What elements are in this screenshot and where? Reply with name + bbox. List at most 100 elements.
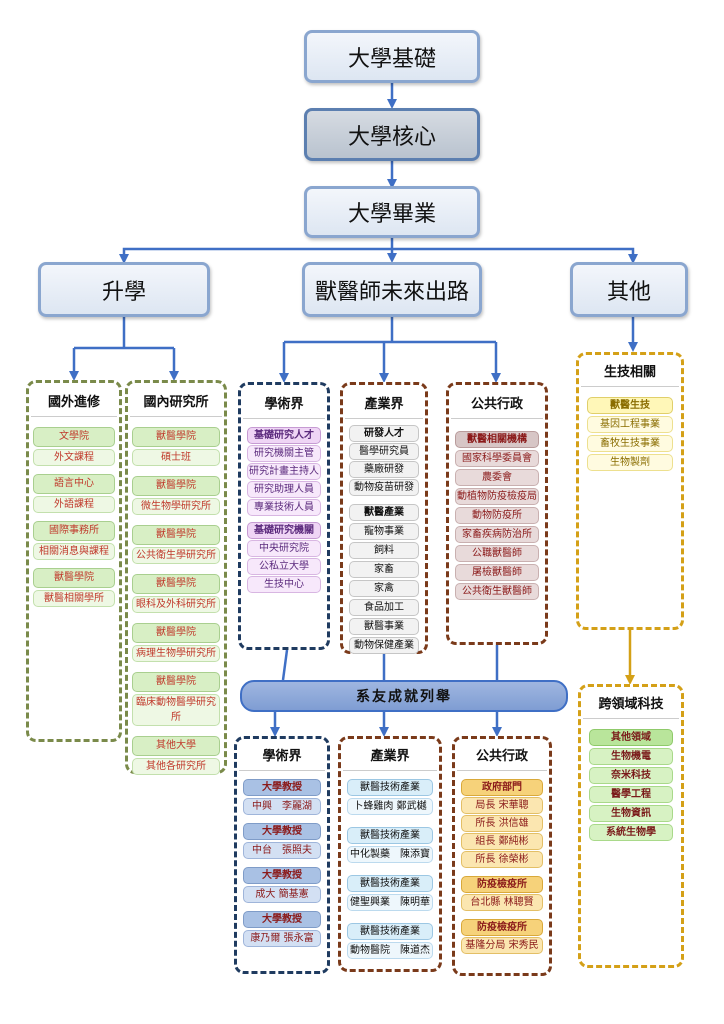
- domestic-group: 獸醫學院 病理生物學研究所: [132, 623, 220, 662]
- cross-domain-group-head: 其他領域: [589, 729, 673, 746]
- alumni-industry-sub: 中化製藥 陳添寶: [347, 846, 433, 863]
- alumni-academia-head: 大學教授: [243, 823, 321, 840]
- abroad-group-head: 獸醫學院: [33, 568, 115, 588]
- biotech-title: 生技相關: [603, 365, 656, 380]
- alumni-academia-sub: 成大 簡基憲: [243, 886, 321, 903]
- public-admin-item: 家畜疾病防治所: [455, 526, 539, 543]
- domestic-institute-panel: 國內研究所 獸醫學院 碩士班 獸醫學院 微生物學研究所 獸醫學院 公共衛生學研究…: [125, 380, 227, 775]
- academia-group-head: 基礎研究機關: [247, 522, 321, 539]
- abroad-group: 獸醫學院 獸醫相關學所: [33, 568, 115, 607]
- abroad-group-sub: 相關消息與課程: [33, 543, 115, 560]
- alumni-industry-sub: 卜蜂雞肉 鄭武樾: [347, 798, 433, 815]
- university-core-label: 大學核心: [347, 124, 436, 150]
- alumni-academia-sub: 中興 李麗湖: [243, 798, 321, 815]
- industry-item: 家禽: [349, 580, 419, 597]
- alumni-industry-group: 獸醫技術產業 卜蜂雞肉 鄭武樾: [347, 779, 433, 815]
- university-foundation-label: 大學基礎: [347, 46, 436, 72]
- academia-title: 學術界: [264, 397, 304, 412]
- other-box: 其他: [570, 262, 688, 317]
- industry-item: 動物疫苗研發: [349, 479, 419, 496]
- alumni-public-group-head: 防疫檢疫所: [461, 919, 543, 936]
- domestic-group-sub: 公共衛生學研究所: [132, 547, 220, 564]
- domestic-group-sub: 碩士班: [132, 449, 220, 466]
- public-admin-item: 動植物防疫檢疫局: [455, 488, 539, 505]
- academia-item: 生技中心: [247, 576, 321, 593]
- abroad-group-sub: 外文課程: [33, 449, 115, 466]
- academia-group-head: 基礎研究人才: [247, 427, 321, 444]
- alumni-achievements-bar: 系友成就列舉: [240, 680, 568, 712]
- domestic-group-head: 獸醫學院: [132, 525, 220, 545]
- industry-item: 飼料: [349, 542, 419, 559]
- public-admin-item: 公共衛生獸醫師: [455, 583, 539, 600]
- domestic-group-head: 獸醫學院: [132, 623, 220, 643]
- university-graduation-box: 大學畢業: [304, 186, 480, 238]
- university-core-box: 大學核心: [304, 108, 480, 161]
- abroad-group: 國際事務所 相關消息與課程: [33, 521, 115, 560]
- domestic-group-head: 獸醫學院: [132, 427, 220, 447]
- domestic-group-sub: 臨床動物醫學研究所: [132, 694, 220, 726]
- alumni-public-item: 基隆分局 宋秀民: [461, 937, 543, 954]
- alumni-achievements-label: 系友成就列舉: [356, 689, 452, 705]
- domestic-group: 獸醫學院 碩士班: [132, 427, 220, 466]
- biotech-item: 畜牧生技事業: [587, 435, 673, 452]
- abroad-study-panel: 國外進修 文學院 外文課程 語言中心 外語課程 國際事務所 相關消息與課程 獸醫…: [26, 380, 122, 742]
- public-admin-item: 國家科學委員會: [455, 450, 539, 467]
- cross-domain-item: 生物機電: [589, 748, 673, 765]
- alumni-industry-sub: 健聖興業 陳明華: [347, 894, 433, 911]
- alumni-public-group-head: 防疫檢疫所: [461, 876, 543, 893]
- domestic-group: 獸醫學院 微生物學研究所: [132, 476, 220, 515]
- alumni-public-item: 組長 鄭純彬: [461, 833, 543, 850]
- cross-domain-item: 系統生物學: [589, 824, 673, 841]
- alumni-industry-group: 獸醫技術產業 動物醫院 陳道杰: [347, 923, 433, 959]
- public-admin-title: 公共行政: [470, 397, 523, 412]
- cross-domain-panel: 跨領域科技 其他領域 生物機電 奈米科技 醫學工程 生物資訊 系統生物學: [578, 684, 684, 968]
- alumni-academia-sub: 中台 張照夫: [243, 842, 321, 859]
- cross-domain-item: 生物資訊: [589, 805, 673, 822]
- academia-item: 專業技術人員: [247, 499, 321, 516]
- domestic-group-sub: 眼科及外科研究所: [132, 596, 220, 613]
- industry-group-head: 獸醫產業: [349, 504, 419, 521]
- industry-item: 獸醫事業: [349, 618, 419, 635]
- public-admin-item: 屠檢獸醫師: [455, 564, 539, 581]
- alumni-industry-sub: 動物醫院 陳道杰: [347, 942, 433, 959]
- alumni-academia-group: 大學教授 中台 張照夫: [243, 823, 321, 859]
- academia-item: 研究助理人員: [247, 481, 321, 498]
- abroad-group-sub: 外語課程: [33, 496, 115, 513]
- public-admin-item: 農委會: [455, 469, 539, 486]
- alumni-public-item: 所長 徐榮彬: [461, 851, 543, 868]
- domestic-group-head: 獸醫學院: [132, 574, 220, 594]
- alumni-academia-head: 大學教授: [243, 867, 321, 884]
- abroad-group-sub: 獸醫相關學所: [33, 590, 115, 607]
- alumni-academia-group: 大學教授 康乃爾 張永富: [243, 911, 321, 947]
- alumni-public-panel: 公共行政 政府部門 局長 宋華聰 所長 洪信雄 組長 鄭純彬 所長 徐榮彬 防疫…: [452, 736, 552, 976]
- abroad-study-title: 國外進修: [47, 395, 100, 410]
- abroad-group-head: 語言中心: [33, 474, 115, 494]
- academia-item: 中央研究院: [247, 540, 321, 557]
- industry-item: 寵物事業: [349, 523, 419, 540]
- alumni-public-item: 所長 洪信雄: [461, 815, 543, 832]
- alumni-industry-group: 獸醫技術產業 健聖興業 陳明華: [347, 875, 433, 911]
- domestic-group-head: 其他大學: [132, 736, 220, 756]
- academia-panel: 學術界 基礎研究人才 研究機關主管 研究計畫主持人 研究助理人員 專業技術人員 …: [238, 382, 330, 650]
- abroad-group: 語言中心 外語課程: [33, 474, 115, 513]
- domestic-group-sub: 其他各研究所: [132, 758, 220, 775]
- alumni-academia-group: 大學教授 中興 李麗湖: [243, 779, 321, 815]
- alumni-academia-panel: 學術界 大學教授 中興 李麗湖 大學教授 中台 張照夫 大學教授 成大 簡基憲 …: [234, 736, 330, 974]
- alumni-industry-group: 獸醫技術產業 中化製藥 陳添寶: [347, 827, 433, 863]
- academia-item: 公私立大學: [247, 558, 321, 575]
- alumni-academia-head: 大學教授: [243, 911, 321, 928]
- public-admin-item: 動物防疫所: [455, 507, 539, 524]
- alumni-public-item: 局長 宋華聰: [461, 797, 543, 814]
- alumni-industry-head: 獸醫技術產業: [347, 779, 433, 796]
- academia-item: 研究機關主管: [247, 445, 321, 462]
- domestic-group-head: 獸醫學院: [132, 476, 220, 496]
- other-label: 其他: [606, 279, 651, 305]
- alumni-industry-title: 產業界: [370, 749, 410, 764]
- alumni-industry-panel: 產業界 獸醫技術產業 卜蜂雞肉 鄭武樾 獸醫技術產業 中化製藥 陳添寶 獸醫技術…: [338, 736, 442, 972]
- industry-panel: 產業界 研發人才 醫學研究員 藥廠研發 動物疫苗研發 獸醫產業 寵物事業 飼料 …: [340, 382, 428, 654]
- alumni-public-title: 公共行政: [475, 749, 528, 764]
- domestic-group: 獸醫學院 公共衛生學研究所: [132, 525, 220, 564]
- alumni-academia-head: 大學教授: [243, 779, 321, 796]
- alumni-academia-group: 大學教授 成大 簡基憲: [243, 867, 321, 903]
